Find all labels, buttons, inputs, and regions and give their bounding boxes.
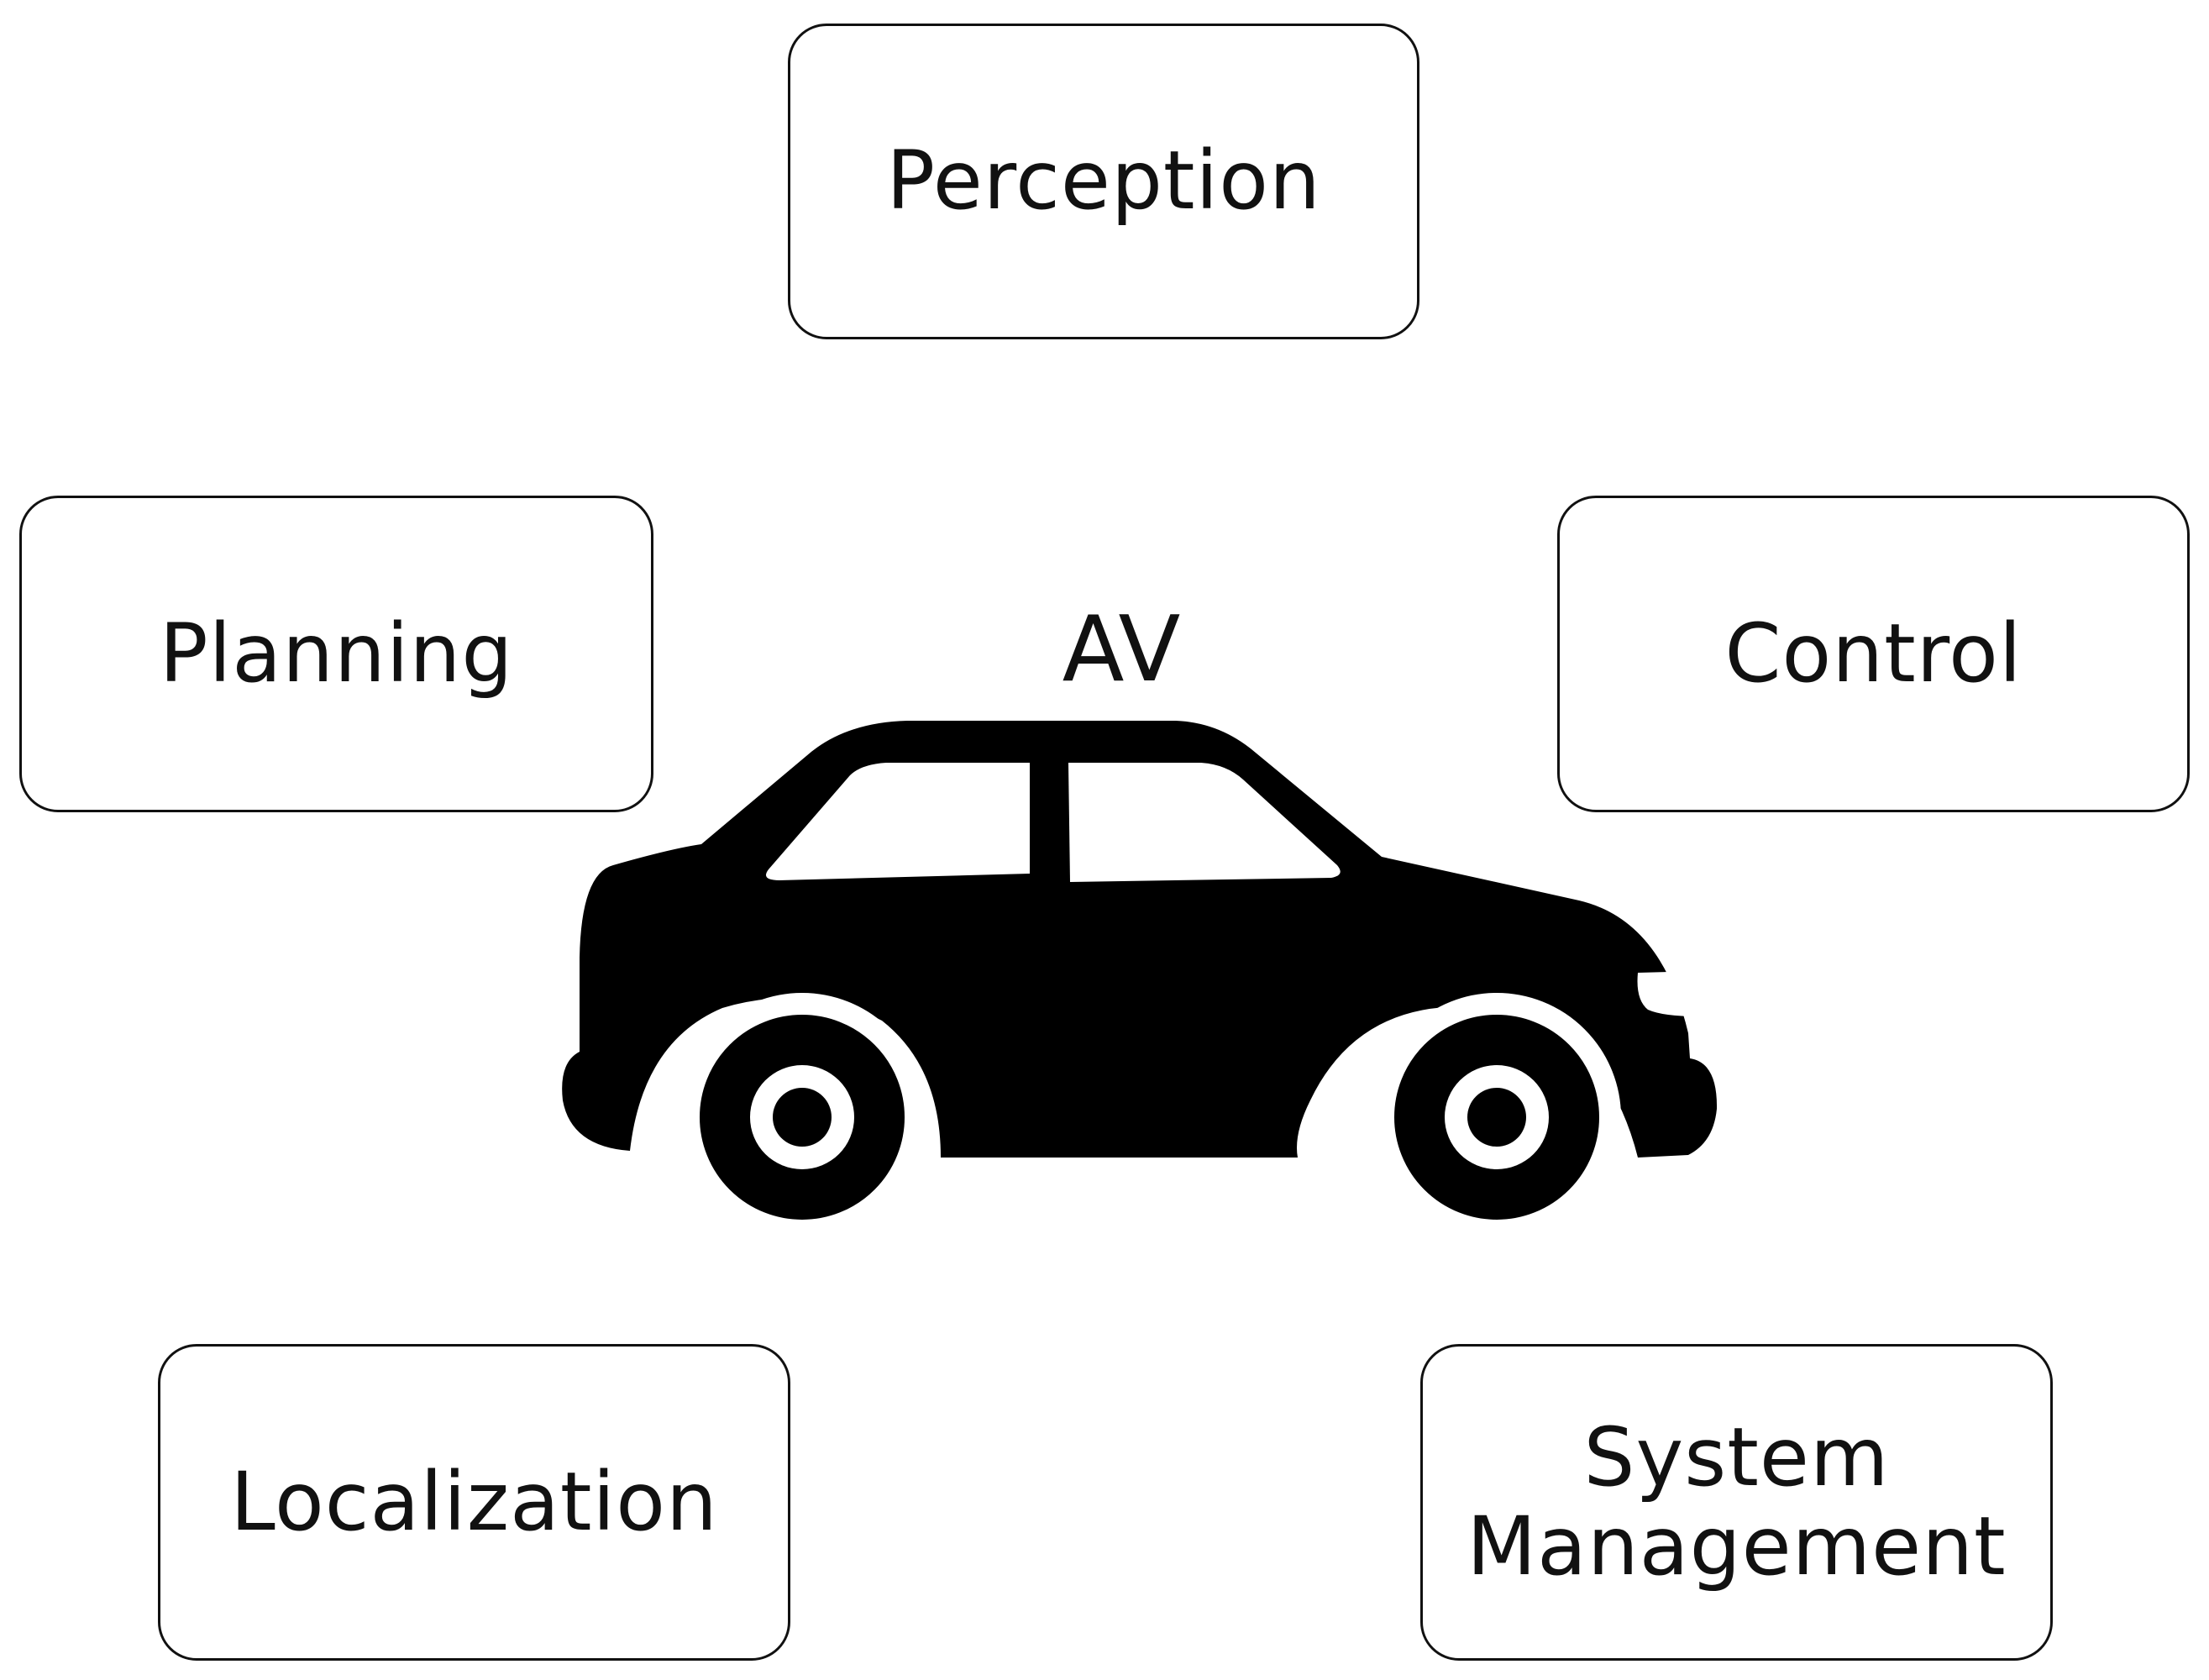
av-label: AV xyxy=(1062,597,1181,702)
control-box: Control xyxy=(1557,496,2190,812)
system-management-line-1: System xyxy=(1583,1410,1890,1504)
car-front-wheel-hub xyxy=(1467,1088,1526,1147)
system-management-label: System Management xyxy=(1467,1410,2007,1593)
control-label: Control xyxy=(1724,606,2023,701)
localization-box: Localization xyxy=(158,1344,790,1661)
car-front-window xyxy=(1068,763,1341,882)
localization-label: Localization xyxy=(230,1454,718,1549)
car-headlight xyxy=(1637,971,1712,1017)
system-management-line-2: Management xyxy=(1467,1499,2007,1593)
planning-label: Planning xyxy=(159,606,514,701)
perception-label: Perception xyxy=(886,134,1321,228)
planning-box: Planning xyxy=(19,496,653,812)
system-management-box: System Management xyxy=(1420,1344,2053,1661)
car-icon xyxy=(554,706,1739,1235)
perception-box: Perception xyxy=(788,24,1419,339)
car-rear-wheel-hub xyxy=(773,1088,832,1147)
car-rear-window xyxy=(765,763,1030,880)
